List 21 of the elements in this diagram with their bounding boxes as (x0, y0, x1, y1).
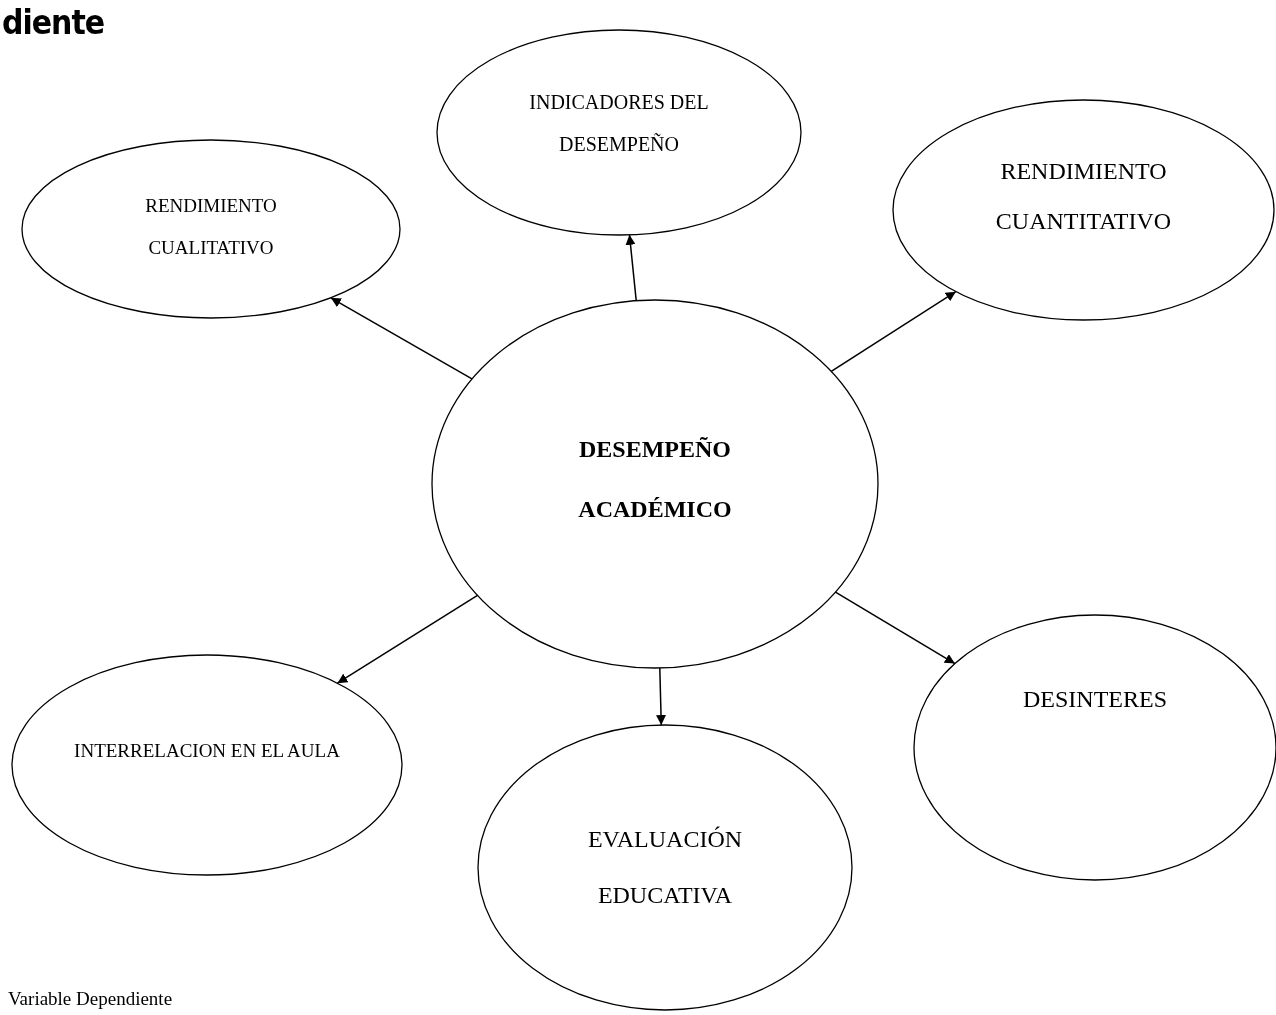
arrow (830, 290, 957, 373)
ellipse-node (893, 100, 1274, 320)
ellipse-node (437, 30, 801, 235)
arrow (834, 591, 956, 665)
arrow (336, 594, 479, 684)
node-label: DESINTERES (1022, 684, 1168, 714)
node-label: DESEMPEÑO ACADÉMICO (577, 435, 733, 524)
heading-fragment: diente (2, 1, 105, 42)
ellipse-node (22, 140, 400, 318)
ellipse-node (12, 655, 402, 875)
caption-text: Variable Dependiente (8, 988, 173, 1010)
arrow (330, 297, 473, 380)
node-label: RENDIMIENTO CUALITATIVO (144, 194, 278, 260)
ellipse-node (478, 725, 852, 1010)
node-label: INDICADORES DEL DESEMPEÑO (528, 89, 710, 157)
node-label: INTERRELACION EN EL AULA (73, 739, 341, 764)
node-label: RENDIMIENTO CUANTITATIVO (994, 156, 1173, 236)
arrow (656, 667, 666, 726)
node-label: EVALUACIÓN EDUCATIVA (586, 825, 744, 910)
ellipse-node (432, 300, 878, 668)
arrow (625, 234, 637, 302)
